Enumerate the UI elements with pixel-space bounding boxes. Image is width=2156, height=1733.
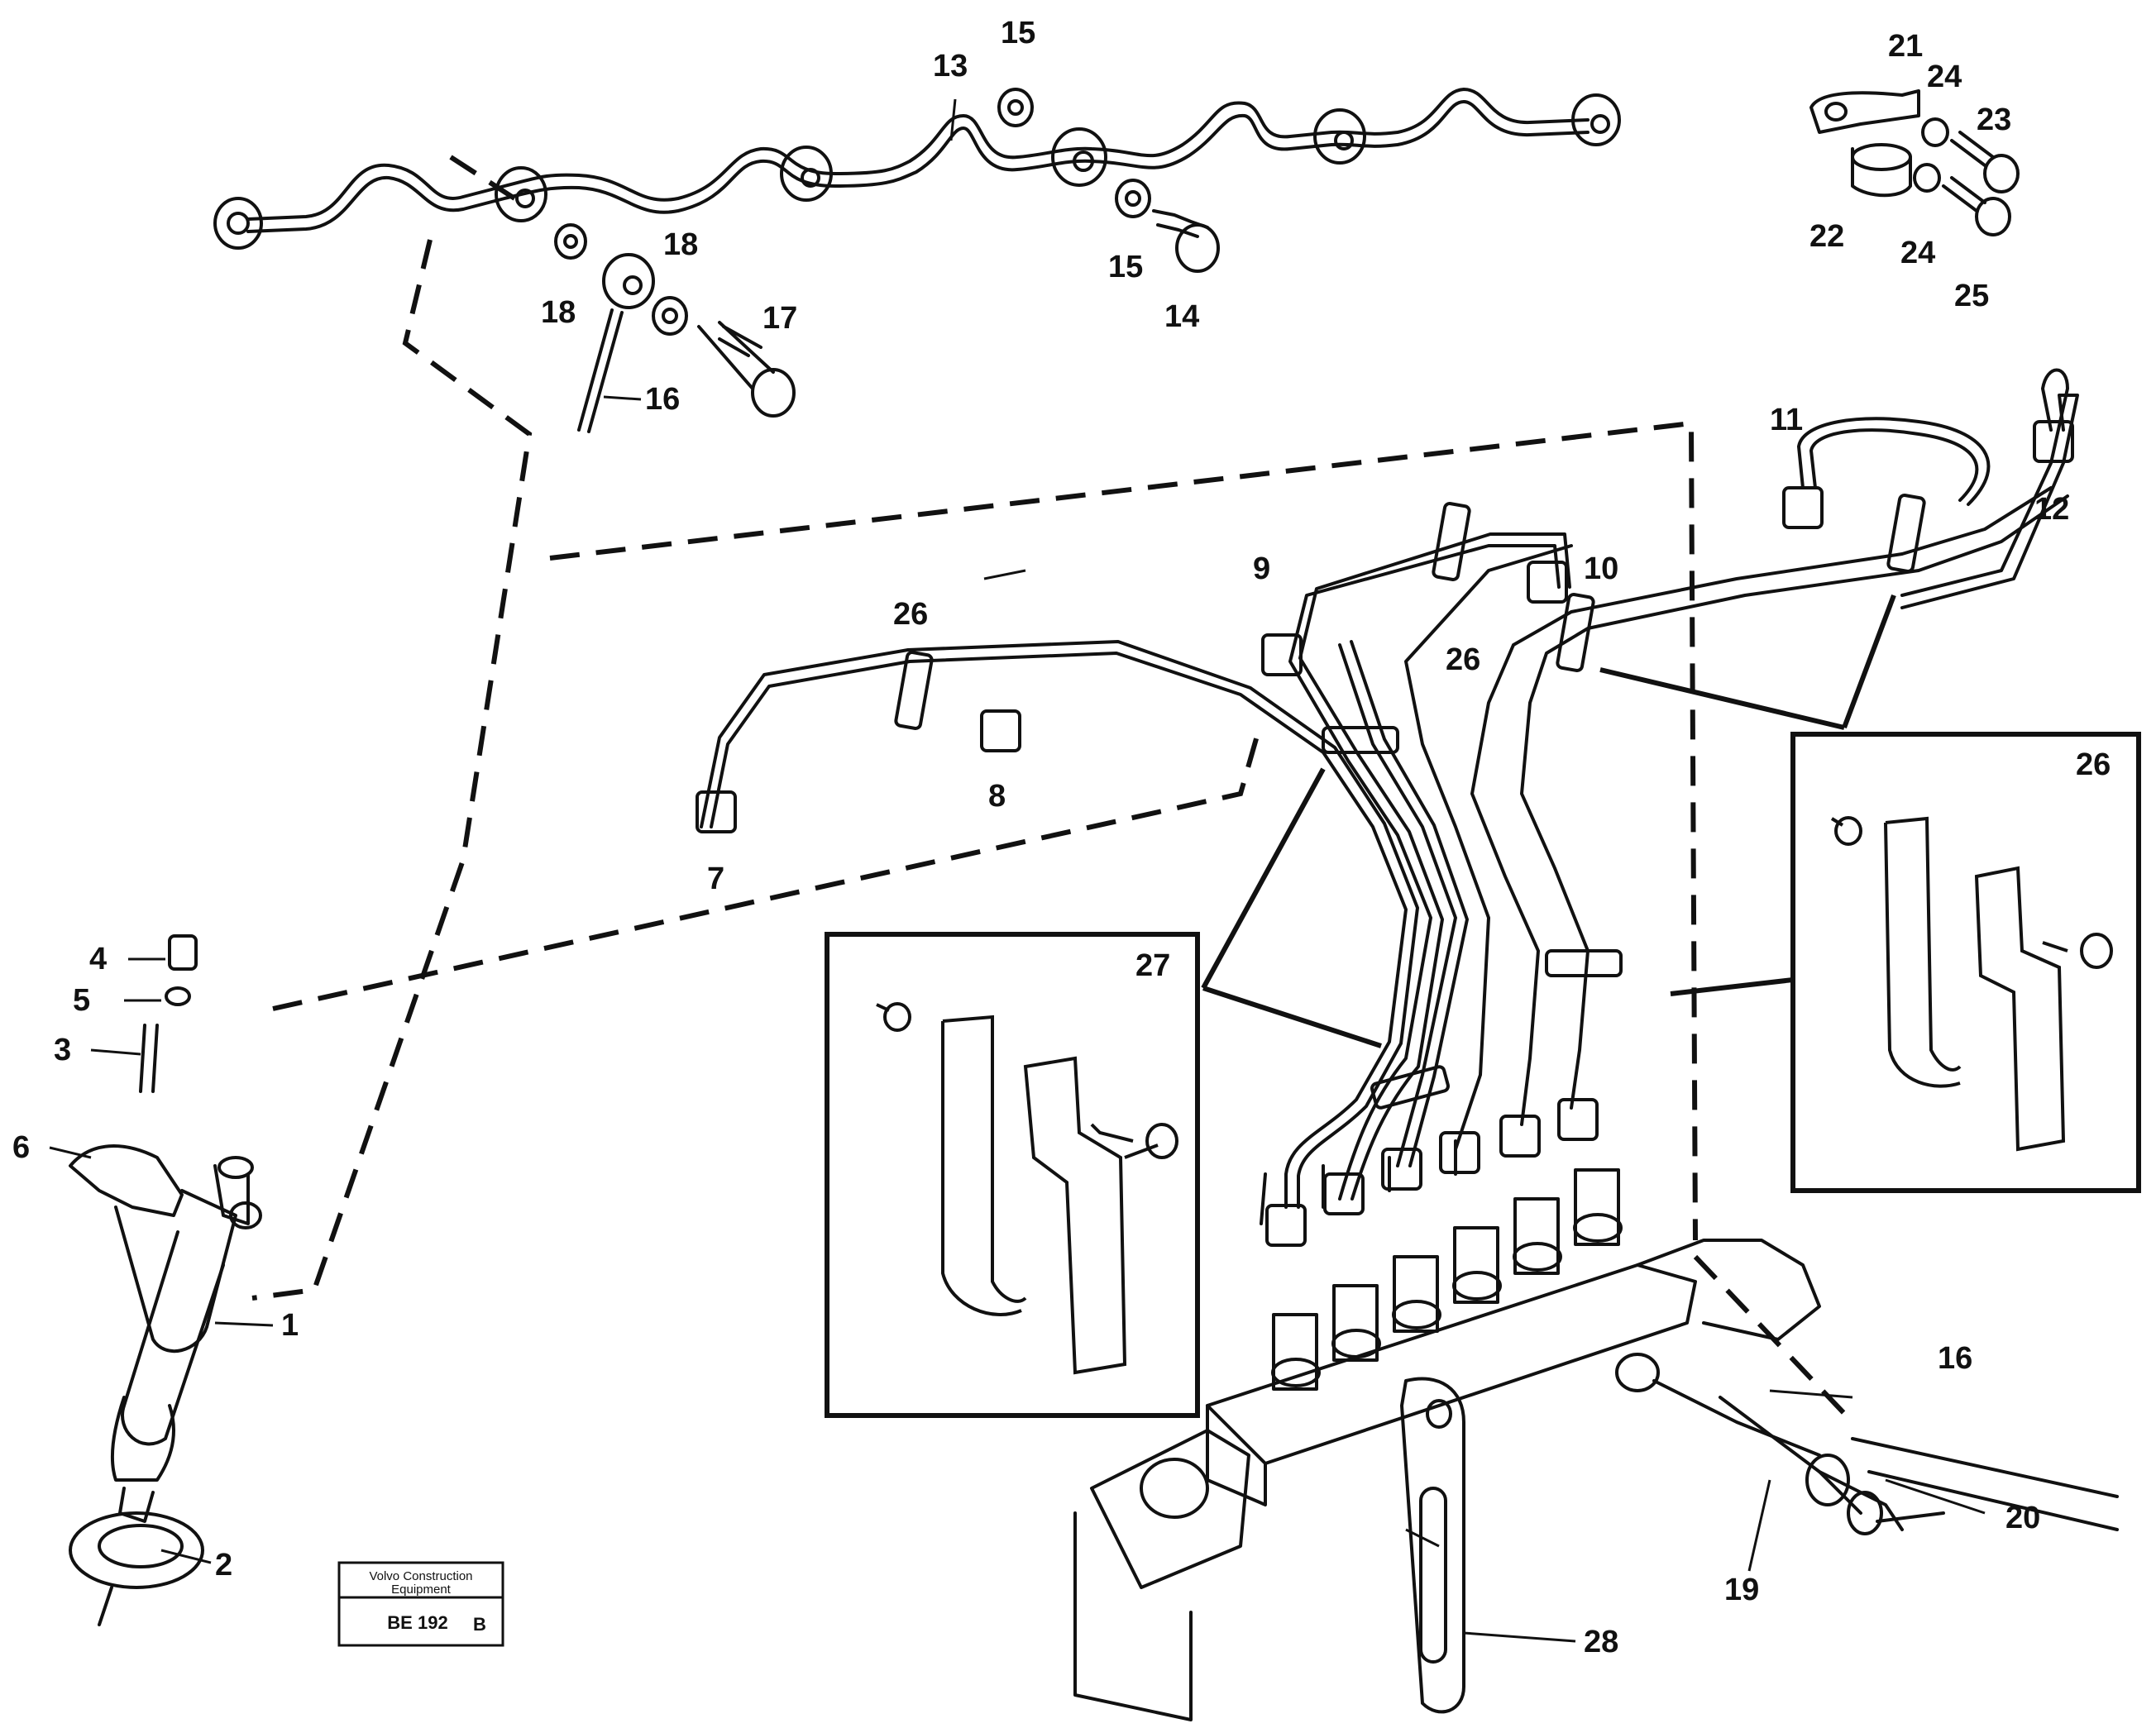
callout-9: 9 bbox=[1253, 551, 1270, 586]
callout-22: 22 bbox=[1809, 219, 1844, 254]
inset-arrows bbox=[1201, 594, 1896, 1048]
inset-box-26 bbox=[1790, 732, 2141, 1193]
callout-26-inset: 26 bbox=[2076, 747, 2111, 782]
callout-18-right: 18 bbox=[663, 227, 698, 262]
banjo-washers-and-bolt bbox=[997, 88, 1220, 273]
callout-23: 23 bbox=[1977, 103, 2011, 137]
injector-assembly bbox=[69, 934, 262, 1626]
callout-24-top: 24 bbox=[1927, 60, 1962, 94]
callout-labels: 1 2 3 4 5 6 7 8 9 10 11 12 13 14 15 15 1… bbox=[12, 16, 2111, 1659]
drawing-stamp: Volvo Construction Equipment BE 192 B bbox=[337, 1561, 504, 1647]
callout-13: 13 bbox=[933, 49, 968, 84]
callout-5: 5 bbox=[73, 983, 90, 1018]
callout-19: 19 bbox=[1724, 1573, 1759, 1607]
clip-part bbox=[1400, 1377, 1465, 1714]
injection-pump bbox=[1073, 1168, 2119, 1721]
callout-26-middle: 26 bbox=[1446, 642, 1480, 677]
callout-16-leak: 16 bbox=[645, 382, 680, 417]
callout-8: 8 bbox=[988, 779, 1006, 814]
callout-20: 20 bbox=[2005, 1501, 2040, 1535]
callout-15-top: 15 bbox=[1001, 16, 1035, 50]
callout-14: 14 bbox=[1164, 299, 1199, 334]
pipe-clamps bbox=[894, 494, 1926, 1110]
mounting-bracket-set bbox=[1809, 89, 2020, 236]
upper-right-pipes bbox=[1797, 368, 2079, 609]
callout-27-inset: 27 bbox=[1135, 948, 1170, 983]
callout-6: 6 bbox=[12, 1130, 30, 1165]
callout-21: 21 bbox=[1888, 29, 1923, 64]
callout-17: 17 bbox=[762, 301, 797, 336]
dashed-routing-lines bbox=[251, 155, 1855, 1425]
callout-25: 25 bbox=[1954, 279, 1989, 313]
callout-12: 12 bbox=[2034, 492, 2069, 527]
callout-15-lower: 15 bbox=[1108, 250, 1143, 284]
inset-box-27 bbox=[825, 932, 1200, 1418]
callout-4: 4 bbox=[89, 942, 107, 976]
callout-3: 3 bbox=[54, 1033, 71, 1067]
leak-off-line bbox=[554, 223, 796, 433]
stamp-company-line2: Equipment bbox=[391, 1583, 452, 1597]
callout-2: 2 bbox=[215, 1548, 232, 1583]
pipe-nuts bbox=[696, 420, 2074, 1247]
stamp-drawing-code: BE 192 bbox=[387, 1612, 447, 1633]
callout-18-left: 18 bbox=[541, 295, 576, 330]
callout-16-pump: 16 bbox=[1938, 1341, 1972, 1376]
leader-lines bbox=[49, 98, 1986, 1643]
callout-10: 10 bbox=[1584, 551, 1618, 586]
callout-26-left: 26 bbox=[893, 597, 928, 632]
callout-24-bottom: 24 bbox=[1900, 236, 1935, 270]
stamp-revision: B bbox=[473, 1614, 486, 1635]
return-fuel-line bbox=[213, 88, 1621, 250]
callout-1: 1 bbox=[281, 1308, 299, 1343]
callout-28: 28 bbox=[1584, 1625, 1618, 1659]
callout-11: 11 bbox=[1770, 403, 1803, 437]
callout-7: 7 bbox=[707, 862, 724, 896]
sender-unit bbox=[1719, 1396, 1945, 1523]
stamp-company-line1: Volvo Construction bbox=[369, 1569, 472, 1583]
